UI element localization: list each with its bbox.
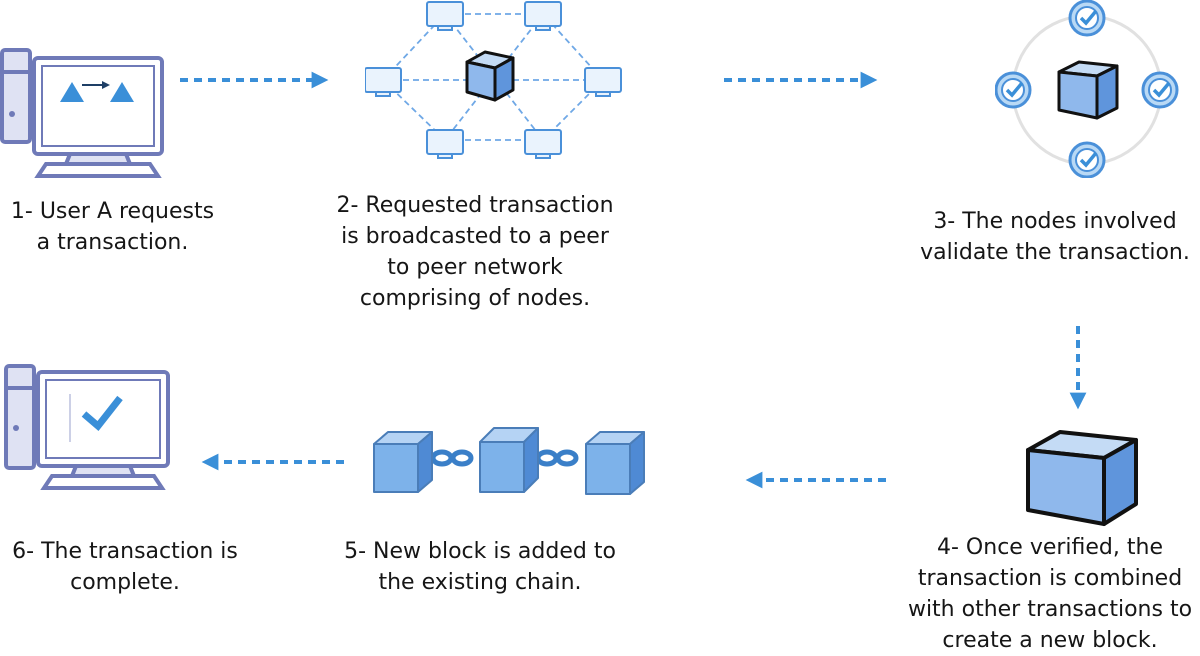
- arrow-step2-to-step3: [724, 71, 878, 89]
- arrow-step1-to-step2: [180, 71, 329, 89]
- step-1-caption-line-1: 1- User A requests: [10, 199, 215, 224]
- step-4-caption-line-1: 4- Once verified, the: [937, 535, 1163, 560]
- step-3-caption: 3- The nodes involved validate the trans…: [910, 206, 1200, 268]
- step-4-caption: 4- Once verified, the transaction is com…: [900, 532, 1200, 656]
- step-2-caption-line-4: comprising of nodes.: [359, 286, 591, 311]
- step-6-caption: 6- The transaction is complete.: [0, 536, 250, 598]
- arrow-step3-to-step4: [1069, 326, 1087, 410]
- step-4-caption-line-4: create a new block.: [942, 628, 1158, 653]
- check-badges: [995, 0, 1179, 178]
- validation-icon: [995, 0, 1179, 178]
- network-icon: [365, 1, 622, 159]
- arrow-step5-to-step6: [201, 453, 344, 471]
- node-monitors: [365, 1, 622, 159]
- arrow-step4-to-step5: [745, 471, 886, 489]
- step-2-caption-line-1: 2- Requested transaction: [336, 193, 614, 218]
- step-4-caption-line-3: with other transactions to: [907, 597, 1193, 622]
- computer-check-icon: [4, 364, 170, 490]
- step-1-caption: 1- User A requests a transaction.: [0, 196, 225, 258]
- step-2-caption: 2- Requested transaction is broadcasted …: [325, 190, 625, 314]
- step-2-caption-line-2: is broadcasted to a peer: [341, 224, 609, 249]
- chain-links: [430, 449, 579, 467]
- step-6-caption-line-2: complete.: [70, 570, 180, 595]
- step-5-caption: 5- New block is added to the existing ch…: [330, 536, 630, 598]
- step-5-caption-line-2: the existing chain.: [378, 570, 582, 595]
- step-5-caption-line-1: 5- New block is added to: [344, 539, 616, 564]
- validation-cube-icon: [1057, 60, 1119, 120]
- block-icon: [1026, 430, 1138, 526]
- step-3-caption-line-1: 3- The nodes involved: [933, 209, 1177, 234]
- step-1-caption-line-2: a transaction.: [36, 230, 189, 255]
- step-3-caption-line-2: validate the transaction.: [920, 240, 1190, 265]
- step-4-caption-line-2: transaction is combined: [917, 566, 1183, 591]
- step-2-caption-line-3: to peer network: [387, 255, 563, 280]
- network-cube-icon: [465, 50, 515, 102]
- chain-icon: [373, 427, 645, 495]
- step-6-caption-line-1: 6- The transaction is: [12, 539, 238, 564]
- computer-transfer-icon: [0, 48, 164, 178]
